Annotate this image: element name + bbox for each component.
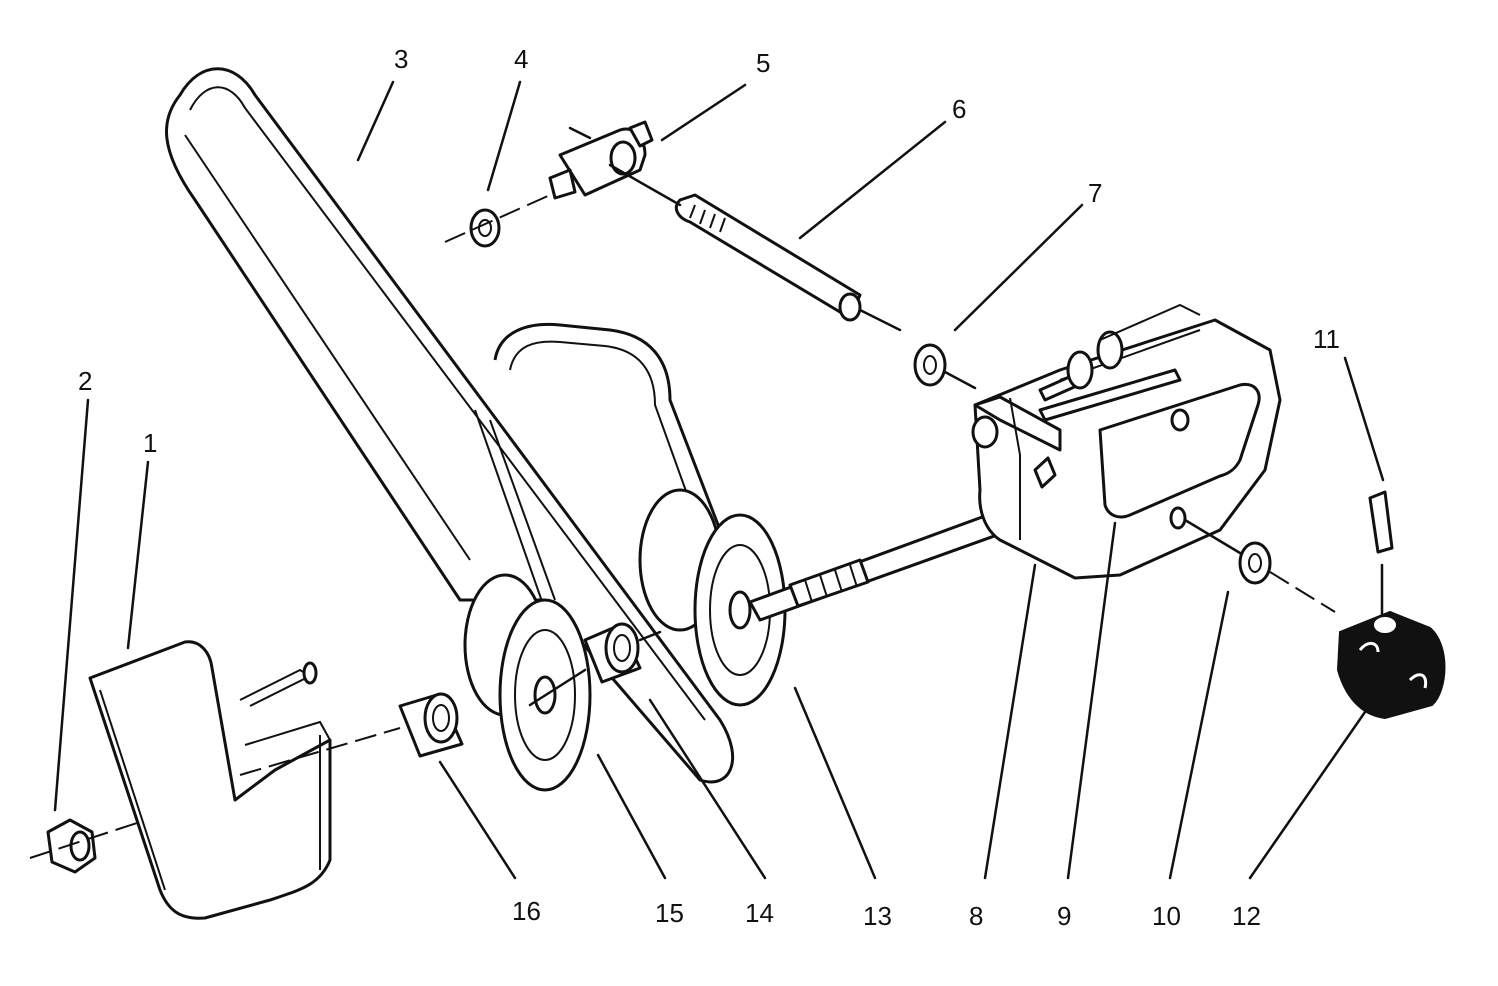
knob-part-12 — [1336, 610, 1446, 720]
callout-4: 4 — [514, 44, 528, 74]
washer-part-7 — [913, 343, 977, 390]
callout-5: 5 — [756, 48, 770, 78]
pulley-part-15 — [463, 573, 592, 792]
main-rod — [748, 503, 1027, 622]
pivot-block-part-5 — [548, 120, 654, 200]
bushing-part-14 — [583, 622, 662, 684]
pin-part-11 — [1368, 490, 1394, 617]
housing-part-8-9 — [971, 303, 1282, 580]
washer-part-10 — [1183, 518, 1336, 613]
callout-10: 10 — [1152, 901, 1181, 931]
callout-13: 13 — [863, 901, 892, 931]
callout-1: 1 — [143, 428, 157, 458]
large-belt-part-3 — [165, 67, 735, 784]
callout-8: 8 — [969, 901, 983, 931]
pulley-part-13 — [638, 488, 787, 707]
nut-part-2 — [29, 818, 141, 874]
callout-3: 3 — [394, 44, 408, 74]
bracket-part-1 — [88, 640, 332, 920]
callout-2: 2 — [78, 366, 92, 396]
callout-16: 16 — [512, 896, 541, 926]
bushing-part-16 — [239, 692, 464, 776]
clip-part-4 — [444, 194, 551, 248]
leader-lines — [53, 80, 1385, 880]
shaft-part-6 — [608, 163, 902, 332]
callout-6: 6 — [952, 94, 966, 124]
callout-9: 9 — [1057, 901, 1071, 931]
small-belt — [474, 322, 722, 611]
callout-14: 14 — [745, 898, 774, 928]
callout-11: 11 — [1313, 324, 1340, 354]
callout-15: 15 — [655, 898, 684, 928]
callout-12: 12 — [1232, 901, 1261, 931]
callout-7: 7 — [1088, 178, 1102, 208]
